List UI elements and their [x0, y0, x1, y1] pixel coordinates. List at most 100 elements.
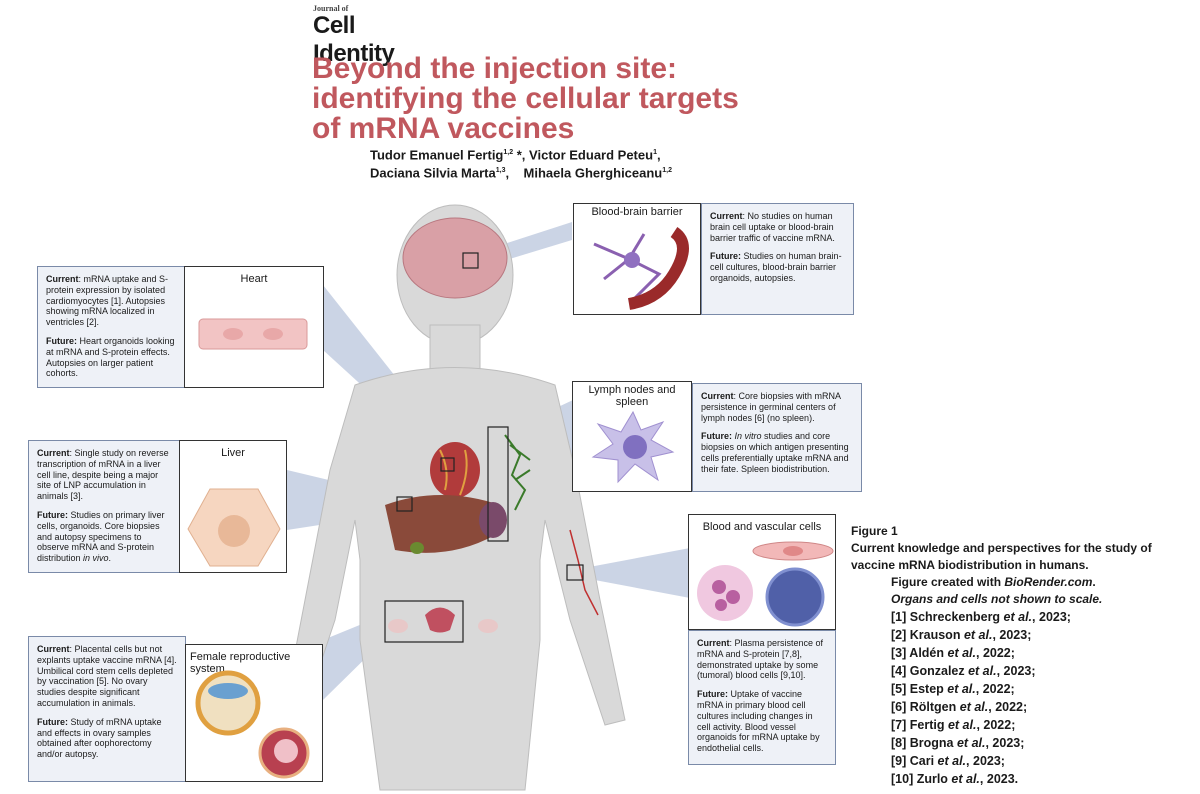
author-list: Tudor Emanuel Fertig1,2 *, Victor Eduard…	[370, 145, 700, 182]
reference-year: , 2023;	[996, 664, 1036, 678]
lymph-image-box: Lymph nodes and spleen	[572, 381, 692, 492]
dendritic-cell-image	[591, 410, 675, 484]
lymph-current-text: : Core biopsies with mRNA persistence in…	[701, 391, 841, 423]
reference-item: [4] Gonzalez et al., 2023;	[851, 662, 1196, 680]
reference-year: , 2022;	[988, 700, 1028, 714]
reference-etal: et al.	[947, 718, 977, 732]
page-title: Beyond the injection site: identifying t…	[312, 52, 739, 145]
reference-author: Gonzalez	[909, 664, 969, 678]
reference-num: [10]	[891, 772, 917, 786]
liver-future-label: Future:	[37, 509, 68, 520]
reference-item: [7] Fertig et al., 2022;	[851, 716, 1196, 734]
reference-etal: et al.	[963, 628, 993, 642]
created-italic: BioRender.com	[1004, 575, 1093, 589]
reference-author: Schreckenberg	[909, 610, 1004, 624]
reference-num: [3]	[891, 646, 910, 660]
bbb-image-box: Blood-brain barrier	[573, 203, 701, 315]
lymph-text-panel: Current: Core biopsies with mRNA persist…	[692, 383, 862, 492]
liver-organ	[385, 495, 500, 553]
lymph-label: Lymph nodes and spleen	[588, 384, 676, 408]
reference-etal: et al.	[937, 754, 967, 768]
created-prefix: Figure created with	[891, 575, 1005, 589]
author-1: Tudor Emanuel Fertig	[370, 147, 504, 163]
scale-note: Organs and cells not shown to scale.	[891, 592, 1103, 606]
female-future-text: Study of mRNA uptake and effects in ovar…	[37, 716, 162, 760]
gallbladder	[410, 542, 424, 554]
blood-cells-image	[697, 541, 834, 627]
cardiomyocyte-image	[198, 318, 308, 350]
brain-organ	[402, 217, 508, 299]
reference-num: [6]	[891, 700, 910, 714]
created-with-line: Figure created with BioRender.com.	[851, 574, 1196, 591]
lymph-future-italic: In vitro	[734, 431, 762, 442]
reference-year: , 2023;	[966, 754, 1005, 768]
reference-author: Krauson	[909, 628, 964, 642]
ovary-left	[388, 619, 408, 633]
reference-year: , 2023;	[985, 736, 1025, 750]
liver-current-text: : Single study on reverse transcription …	[37, 448, 169, 502]
reference-item: [5] Estep et al., 2022;	[851, 680, 1196, 698]
author-2-mark: ,	[656, 147, 661, 163]
author-1-affil: 1,2	[503, 149, 514, 156]
author-2-affil: 1	[653, 149, 657, 156]
lymph-current-label: Current	[701, 391, 734, 401]
reference-year: , 2023.	[979, 772, 1019, 786]
figure-caption: Figure 1 Current knowledge and perspecti…	[851, 523, 1196, 788]
female-image-box: Female reproductive system	[185, 644, 323, 782]
reference-author: Cari	[909, 754, 938, 768]
heart-image-box: Heart	[184, 266, 324, 388]
reference-num: [2]	[891, 628, 910, 642]
liver-current-label: Current	[37, 448, 70, 458]
reference-num: [8]	[891, 736, 910, 750]
author-3: Daciana Silvia Marta	[370, 165, 496, 181]
author-4-affil: 1,2	[662, 167, 672, 175]
liver-image-box: Liver	[179, 440, 287, 573]
reference-author: Fertig	[909, 718, 948, 732]
journal-kicker: Journal of	[313, 4, 349, 13]
female-future-label: Future:	[37, 716, 68, 727]
bbb-future-label: Future:	[710, 251, 741, 262]
reference-author: Brogna	[909, 736, 957, 750]
liver-text-panel: Current: Single study on reverse transcr…	[28, 440, 180, 573]
caption-heading: Current knowledge and perspectives for t…	[851, 541, 1152, 572]
reference-year: , 2022;	[975, 682, 1015, 696]
lymph-marker	[487, 426, 509, 542]
reference-num: [9]	[891, 754, 910, 768]
heart-current-label: Current	[46, 274, 79, 284]
journal-logo: Journal of Cell Identity	[313, 4, 423, 67]
female-marker	[384, 600, 464, 643]
reference-author: Estep	[909, 682, 948, 696]
bbb-current-text: : No studies on human brain cell uptake …	[710, 211, 835, 243]
hepatocyte-image	[187, 488, 281, 567]
reference-num: [1]	[891, 610, 910, 624]
uterus-organ	[425, 607, 455, 633]
liver-future-end: .	[108, 553, 112, 564]
blood-current-label: Current	[697, 638, 730, 648]
bbb-text-panel: Current: No studies on human brain cell …	[701, 203, 854, 315]
blood-text-panel: Current: Plasma persistence of mRNA and …	[688, 630, 836, 765]
heart-current-text: : mRNA uptake and S-protein expression b…	[46, 274, 169, 328]
reference-item: [2] Krauson et al., 2023;	[851, 626, 1196, 644]
liver-future-text: Studies on primary liver cells, organoid…	[37, 509, 165, 564]
heart-marker	[440, 457, 455, 472]
author-3-affil: 1,3	[495, 167, 506, 175]
neuron-vessel-image	[593, 227, 689, 310]
bbb-future-text: Studies on human brain-cell cultures, bl…	[710, 251, 842, 283]
author-1-mark: *,	[513, 147, 526, 163]
blood-future-label: Future:	[697, 689, 728, 700]
ovary-right	[478, 619, 498, 633]
female-text-panel: Current: Placental cells but not explant…	[28, 636, 186, 782]
female-current-label: Current	[37, 644, 70, 654]
blood-future-text: Uptake of vaccine mRNA in primary blood …	[697, 689, 820, 754]
reference-year: , 2023;	[1032, 610, 1071, 624]
reference-etal: et al.	[956, 736, 986, 750]
reference-num: [5]	[891, 682, 910, 696]
author-4: Mihaela Gherghiceanu	[523, 165, 663, 181]
heart-label: Heart	[240, 273, 268, 285]
reference-etal: et al.	[959, 700, 989, 714]
callout-blood	[584, 548, 690, 598]
figure-number: Figure 1	[851, 524, 898, 538]
lymph-future-text: studies and core biopsies on which antig…	[701, 431, 849, 474]
blood-image-box: Blood and vascular cells	[688, 514, 836, 630]
reference-author: Röltgen	[909, 700, 960, 714]
